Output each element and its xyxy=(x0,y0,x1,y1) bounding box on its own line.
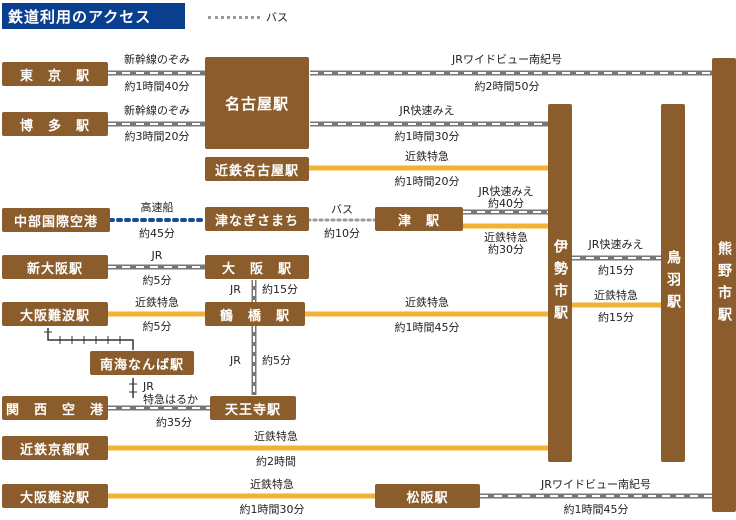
label-ise-toba-kt-time: 約15分 xyxy=(598,311,634,324)
bus-legend-label: バス xyxy=(266,11,288,24)
label-tsuruhashi-ise-time: 約1時間45分 xyxy=(394,321,460,334)
label-shinosaka-osaka-time: 約5分 xyxy=(142,274,172,287)
label-tsunagisa-tsu-time: 約10分 xyxy=(324,227,360,240)
label-chubu-tsunagisa-line: 高速船 xyxy=(140,201,174,214)
label-tokyo-nagoya-time: 約1時間40分 xyxy=(124,80,190,93)
station-nagoya: 名古屋駅 xyxy=(205,57,309,149)
label-shinosaka-osaka-line: JR xyxy=(151,249,163,262)
label-tsunagisa-tsu-line: バス xyxy=(331,203,353,216)
label-hakata-nagoya-line: 新幹線のぞみ xyxy=(124,104,190,117)
label-kansai-tennoji-time: 約35分 xyxy=(156,416,192,429)
station-chubu-airport: 中部国際空港 xyxy=(2,208,110,232)
station-kumanoshi: 熊野市駅 xyxy=(712,58,736,512)
label-tsu-ise-kt-time: 約30分 xyxy=(488,243,524,256)
label-kyoto-ise-line: 近鉄特急 xyxy=(254,430,298,443)
label-matsusaka-kumano-time: 約1時間45分 xyxy=(563,503,629,516)
label-ise-toba-jr-time: 約15分 xyxy=(598,264,634,277)
label-namba-matsusaka-time: 約1時間30分 xyxy=(239,503,305,516)
station-osaka-namba-1: 大阪難波駅 xyxy=(2,302,108,326)
label-tsuruhashi-ise-line: 近鉄特急 xyxy=(405,296,449,309)
station-toba: 鳥羽駅 xyxy=(661,104,685,462)
label-nagoya-ise-time: 約1時間30分 xyxy=(394,130,460,143)
label-kintetsunagoya-ise-time: 約1時間20分 xyxy=(394,175,460,188)
label-tsuruhashi-tennoji-time: 約5分 xyxy=(262,354,291,367)
station-osaka-namba-2: 大阪難波駅 xyxy=(2,484,108,508)
label-chubu-tsunagisa-time: 約45分 xyxy=(139,227,175,240)
label-ise-toba-kt-line: 近鉄特急 xyxy=(594,289,638,302)
bus-legend-line xyxy=(208,16,260,19)
station-shinosaka: 新大阪駅 xyxy=(2,255,108,279)
nankai-track xyxy=(47,328,134,398)
label-namba-tsuruhashi-time: 約5分 xyxy=(142,320,172,333)
page-title: 鉄道利用のアクセス xyxy=(2,3,185,29)
label-namba-matsusaka-line: 近鉄特急 xyxy=(250,478,294,491)
station-nankai-namba: 南海なんば駅 xyxy=(90,351,194,375)
label-hakata-nagoya-time: 約3時間20分 xyxy=(124,130,190,143)
jr-lines xyxy=(108,70,712,499)
label-tsu-ise-jr-time: 約40分 xyxy=(488,197,524,210)
station-tsu-nagisamachi: 津なぎさまち xyxy=(205,207,309,231)
label-osaka-tsuruhashi-line: JR xyxy=(230,283,241,296)
label-nagoya-ise-line: JR快速みえ xyxy=(399,104,455,117)
station-matsusaka: 松阪駅 xyxy=(375,484,480,508)
label-kintetsunagoya-ise-line: 近鉄特急 xyxy=(405,150,449,163)
station-tennoji: 天王寺駅 xyxy=(210,396,296,420)
label-nagoya-kumano-line: JRワイドビュー南紀号 xyxy=(452,53,562,66)
label-kansai-tennoji-line2: 特急はるか xyxy=(143,393,198,406)
label-tsu-ise-jr-line: JR快速みえ xyxy=(478,185,534,198)
label-kansai-tennoji-line1: JR xyxy=(143,380,154,393)
station-osaka: 大 阪 駅 xyxy=(205,255,309,279)
label-tokyo-nagoya-line: 新幹線のぞみ xyxy=(124,53,190,66)
label-tsu-ise-kt-line: 近鉄特急 xyxy=(484,231,528,244)
label-ise-toba-jr-line: JR快速みえ xyxy=(588,238,644,251)
station-hakata: 博 多 駅 xyxy=(2,112,108,136)
nankai-ties xyxy=(44,331,137,393)
label-matsusaka-kumano-line: JRワイドビュー南紀号 xyxy=(541,478,651,491)
label-tsuruhashi-tennoji-line: JR xyxy=(230,354,241,367)
station-kintetsu-kyoto: 近鉄京都駅 xyxy=(2,436,108,460)
station-tsuruhashi: 鶴 橋 駅 xyxy=(205,302,305,326)
station-iseshi: 伊勢市駅 xyxy=(548,104,572,462)
station-tokyo: 東 京 駅 xyxy=(2,62,108,86)
kintetsu-lines xyxy=(108,165,661,499)
label-osaka-tsuruhashi-time: 約15分 xyxy=(262,283,298,296)
station-kintetsu-nagoya: 近鉄名古屋駅 xyxy=(205,157,309,181)
station-kansai-airport: 関 西 空 港 xyxy=(2,396,108,420)
label-nagoya-kumano-time: 約2時間50分 xyxy=(474,80,540,93)
station-tsu: 津 駅 xyxy=(375,207,463,231)
label-kyoto-ise-time: 約2時間 xyxy=(256,455,296,468)
label-namba-tsuruhashi-line: 近鉄特急 xyxy=(135,296,179,309)
